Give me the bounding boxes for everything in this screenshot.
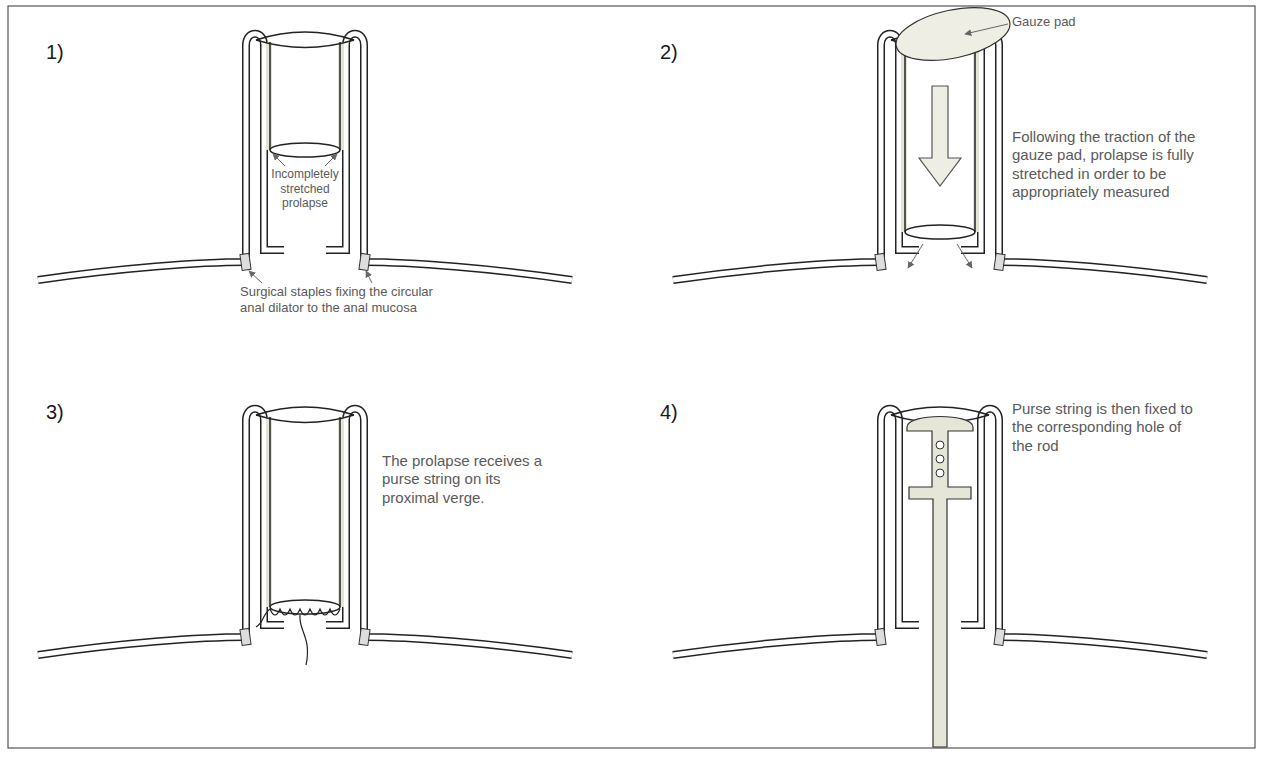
callout-number: 4) bbox=[660, 400, 700, 424]
part-label: Gauze pad bbox=[1012, 14, 1132, 30]
stretch-arrow bbox=[908, 244, 923, 268]
rod-hole bbox=[936, 469, 944, 477]
note-label: Incompletely stretched prolapse bbox=[266, 167, 344, 211]
note-label: Purse string is then fixed to the corres… bbox=[1012, 400, 1197, 455]
leader-line bbox=[325, 154, 337, 166]
purse-string-end bbox=[256, 609, 270, 627]
callout-number: 1) bbox=[46, 40, 86, 64]
panel-3-device bbox=[38, 407, 572, 665]
traction-arrow bbox=[919, 86, 961, 186]
purse-string-tail bbox=[300, 615, 308, 665]
leader-line bbox=[249, 271, 262, 283]
panel-4-device bbox=[673, 407, 1207, 747]
gauze-pad bbox=[891, 0, 1014, 70]
panel-1-device bbox=[38, 32, 572, 283]
note-label: The prolapse receives a purse string on … bbox=[382, 452, 547, 507]
anvil-rod bbox=[907, 417, 973, 748]
rod-hole bbox=[936, 441, 944, 449]
purse-string bbox=[270, 609, 340, 615]
note-label: Following the traction of the gauze pad,… bbox=[1012, 128, 1227, 201]
rod-hole bbox=[936, 455, 944, 463]
figure-frame bbox=[8, 6, 1255, 748]
callout-number: 2) bbox=[660, 40, 700, 64]
leader-line bbox=[366, 271, 372, 283]
note-label: Surgical staples fixing the circular ana… bbox=[240, 284, 455, 316]
leader-line bbox=[965, 24, 1008, 34]
callout-number: 3) bbox=[46, 400, 86, 424]
leader-line bbox=[273, 154, 285, 166]
stretch-arrow bbox=[957, 244, 972, 268]
